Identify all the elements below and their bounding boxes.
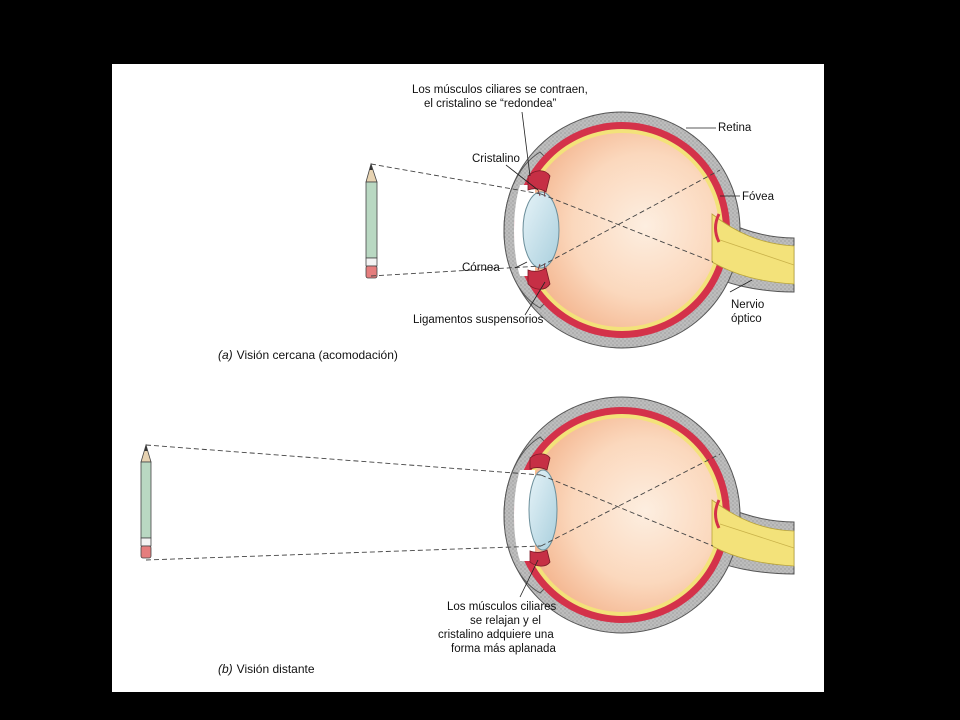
label-relax-2: se relajan y el (470, 615, 541, 627)
ciliary-muscle-b-bottom (529, 549, 551, 567)
panel-b-distant-vision: Los músculos ciliares se relajan y el cr… (140, 396, 795, 676)
label-relax-4: forma más aplanada (451, 643, 556, 655)
label-muscles-contract-2: el cristalino se “redondea” (424, 98, 556, 110)
label-relax-3: cristalino adquiere una (438, 629, 554, 641)
panel-a-near-vision: Los músculos ciliares se contraen, el cr… (218, 84, 795, 362)
pencil-a (365, 162, 378, 279)
optic-nerve-core-a (711, 213, 795, 285)
label-ligamentos: Ligamentos suspensorios (413, 314, 544, 326)
label-fovea: Fóvea (742, 191, 775, 203)
vitreous-a (525, 133, 719, 327)
lens-b (528, 469, 558, 551)
label-relax-1: Los músculos ciliares (447, 601, 557, 613)
pencil-b-ferrule (140, 537, 152, 547)
optic-nerve-core-b (711, 499, 795, 567)
label-cornea: Córnea (462, 262, 500, 274)
pencil-b (140, 443, 152, 559)
label-retina: Retina (718, 122, 752, 134)
caption-b: (b)Visión distante (218, 662, 315, 676)
label-cristalino: Cristalino (472, 153, 520, 165)
vitreous-b (525, 418, 719, 612)
rays-a (370, 163, 721, 277)
label-nervio-1: Nervio (731, 299, 764, 311)
label-nervio-2: óptico (731, 313, 762, 325)
ciliary-muscle-b-top (529, 453, 551, 471)
pencil-b-eraser (140, 545, 152, 559)
label-muscles-contract-1: Los músculos ciliares se contraen, (412, 84, 588, 96)
ciliary-muscle-a-top (527, 170, 551, 193)
lens-a (522, 191, 560, 269)
pencil-a-body (365, 181, 378, 259)
rays-b (145, 444, 721, 561)
pencil-a-eraser (365, 265, 378, 279)
pencil-b-body (140, 461, 152, 539)
caption-a: (a)Visión cercana (acomodación) (218, 348, 398, 362)
ciliary-muscle-a-bottom (527, 267, 551, 290)
pencil-a-ferrule (365, 257, 378, 267)
